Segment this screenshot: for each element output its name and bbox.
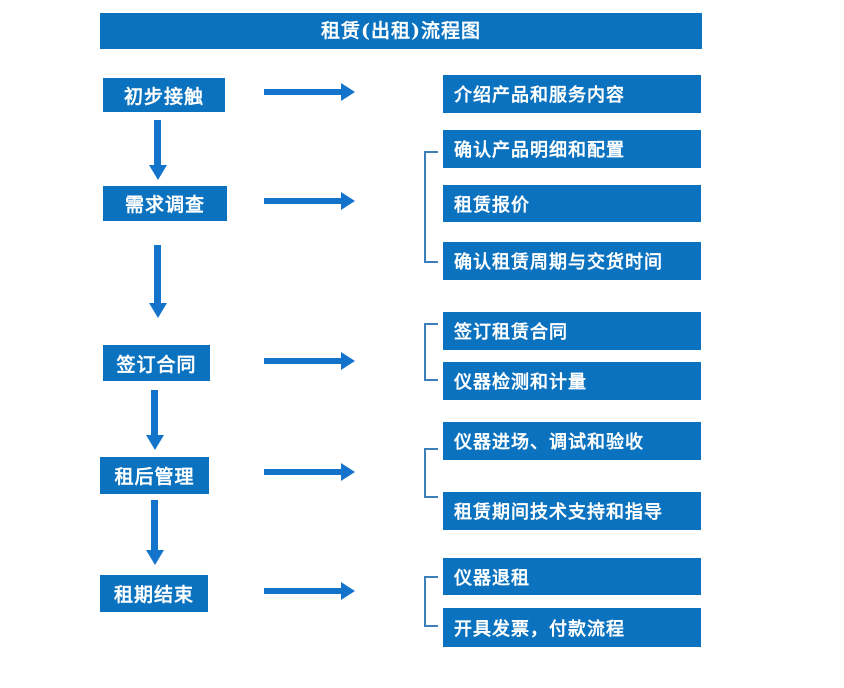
arrow-head [146,435,164,450]
step-box-sign-contract: 签订合同 [103,345,210,381]
arrow-head [341,582,355,600]
arrow-right-icon [264,463,355,481]
arrow-right-icon [264,83,355,101]
arrow-head [146,550,164,565]
detail-box-rental-quote: 租赁报价 [443,185,701,222]
arrow-shaft [154,245,161,304]
arrow-down-icon [149,245,167,318]
group-bracket-post-rental [424,448,438,498]
arrow-shaft [154,120,161,166]
detail-box-instrument-return: 仪器退租 [443,558,701,595]
arrow-down-icon [146,390,164,450]
arrow-head [341,352,355,370]
arrow-shaft [151,390,158,436]
arrow-shaft [264,358,342,364]
arrow-right-icon [264,192,355,210]
arrow-head [341,192,355,210]
arrow-head [341,83,355,101]
arrow-head [341,463,355,481]
arrow-down-icon [149,120,167,180]
arrow-down-icon [146,500,164,565]
detail-box-instrument-testing: 仪器检测和计量 [443,362,701,400]
arrow-shaft [264,198,342,204]
arrow-right-icon [264,352,355,370]
detail-box-instrument-setup-acceptance: 仪器进场、调试和验收 [443,422,701,460]
step-box-demand-survey: 需求调查 [103,186,227,221]
arrow-shaft [264,588,342,594]
group-bracket-demand-survey [424,151,438,263]
arrow-shaft [264,89,342,95]
arrow-head [149,303,167,318]
step-box-post-rental-management: 租后管理 [100,457,209,494]
detail-box-confirm-product-config: 确认产品明细和配置 [443,130,701,168]
arrow-head [149,165,167,180]
group-bracket-sign-contract [424,323,438,381]
arrow-shaft [264,469,342,475]
detail-box-introduce-products: 介绍产品和服务内容 [443,75,701,113]
step-box-lease-end: 租期结束 [100,575,208,612]
detail-box-tech-support: 租赁期间技术支持和指导 [443,492,701,530]
step-box-initial-contact: 初步接触 [103,78,225,112]
detail-box-confirm-period-delivery: 确认租赁周期与交货时间 [443,242,701,280]
arrow-right-icon [264,582,355,600]
arrow-shaft [151,500,158,551]
group-bracket-lease-end [424,576,438,627]
diagram-title: 租赁(出租)流程图 [100,13,702,49]
detail-box-sign-rental-contract: 签订租赁合同 [443,312,701,350]
detail-box-invoice-payment: 开具发票，付款流程 [443,608,701,647]
